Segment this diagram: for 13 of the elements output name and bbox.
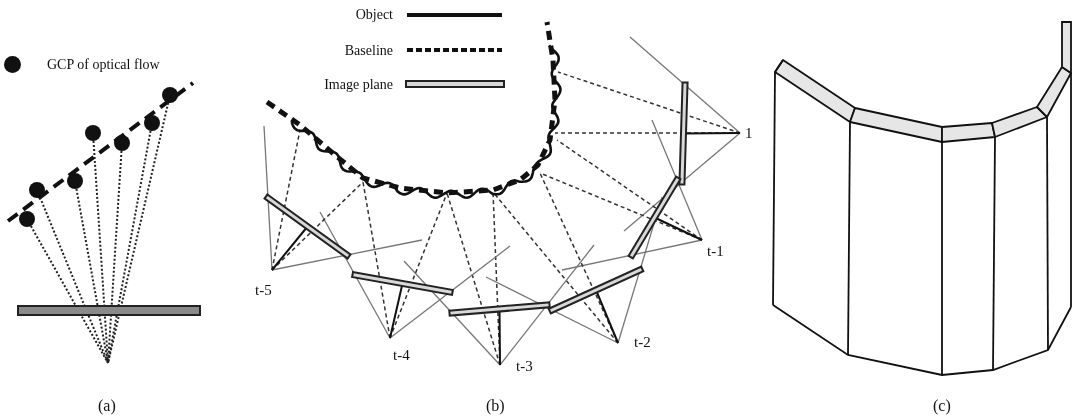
- legend-label: GCP of optical flow: [47, 56, 160, 73]
- camera-label: t-2: [634, 334, 651, 351]
- panel-label: (b): [486, 397, 505, 414]
- camera-label: 1: [745, 125, 753, 142]
- panel-label: (a): [98, 397, 116, 414]
- camera-label: t-1: [707, 243, 724, 260]
- legend-label: Object: [355, 6, 393, 23]
- legend-label: Image plane: [324, 76, 393, 93]
- legend-label: Baseline: [344, 42, 393, 59]
- camera-label: t-4: [393, 347, 410, 364]
- camera-label: t-5: [255, 282, 272, 299]
- panel-label: (c): [933, 397, 951, 414]
- camera-label: t-3: [516, 358, 533, 375]
